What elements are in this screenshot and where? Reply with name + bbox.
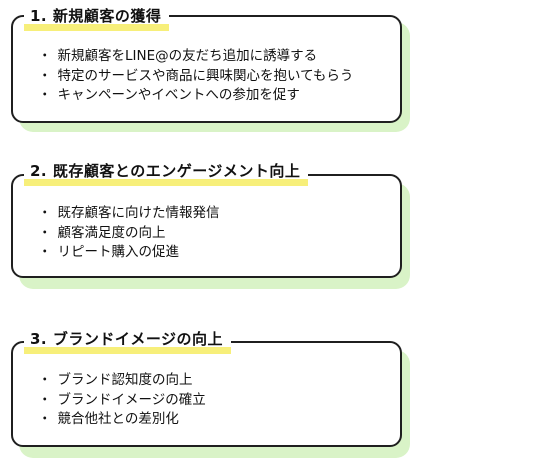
bullet: ・: [38, 87, 52, 103]
list-item: ・顧客満足度の向上: [38, 224, 220, 244]
list-item: ・キャンペーンやイベントへの参加を促す: [38, 86, 353, 106]
list-item: ・新規顧客をLINE@の友だち追加に誘導する: [38, 47, 353, 67]
list-item: ・リピート購入の促進: [38, 243, 220, 263]
card-item-list: ・ブランド認知度の向上 ・ブランドイメージの確立 ・競合他社との差別化: [38, 371, 206, 430]
list-item: ・競合他社との差別化: [38, 410, 206, 430]
card-box: [11, 15, 402, 123]
list-item-text: 特定のサービスや商品に興味関心を抱いてもらう: [57, 67, 354, 84]
title-highlight: [24, 347, 232, 354]
list-item: ・特定のサービスや商品に興味関心を抱いてもらう: [38, 67, 353, 87]
card-item-list: ・新規顧客をLINE@の友だち追加に誘導する ・特定のサービスや商品に興味関心を…: [38, 47, 353, 106]
bullet: ・: [38, 48, 52, 64]
bullet: ・: [38, 372, 52, 388]
list-item-text: キャンペーンやイベントへの参加を促す: [57, 87, 300, 103]
bullet: ・: [38, 411, 52, 427]
bullet: ・: [38, 244, 52, 260]
card-title-text: 3. ブランドイメージの向上: [30, 330, 224, 348]
card-box: [11, 174, 402, 278]
card-box: [11, 341, 402, 447]
card-title: 3. ブランドイメージの向上: [24, 327, 232, 354]
bullet: ・: [38, 205, 52, 221]
bullet: ・: [38, 67, 52, 84]
list-item: ・ブランドイメージの確立: [38, 391, 206, 411]
list-item-text: ブランド認知度の向上: [57, 372, 193, 388]
list-item-text: リピート購入の促進: [57, 244, 180, 260]
list-item-text: 新規顧客をLINE@の友だち追加に誘導する: [57, 48, 318, 64]
bullet: ・: [38, 224, 52, 241]
title-highlight: [24, 179, 309, 186]
list-item-text: ブランドイメージの確立: [57, 391, 206, 408]
list-item: ・既存顧客に向けた情報発信: [38, 204, 220, 224]
card-title-text: 1. 新規顧客の獲得: [30, 7, 162, 25]
title-highlight: [24, 24, 170, 31]
list-item-text: 既存顧客に向けた情報発信: [57, 205, 220, 221]
list-item: ・ブランド認知度の向上: [38, 371, 206, 391]
list-item-text: 顧客満足度の向上: [57, 224, 166, 241]
card-title: 1. 新規顧客の獲得: [24, 4, 170, 31]
bullet: ・: [38, 391, 52, 408]
card-title: 2. 既存顧客とのエンゲージメント向上: [24, 159, 309, 186]
card-title-text: 2. 既存顧客とのエンゲージメント向上: [30, 162, 301, 180]
list-item-text: 競合他社との差別化: [57, 411, 179, 427]
card-item-list: ・既存顧客に向けた情報発信 ・顧客満足度の向上 ・リピート購入の促進: [38, 204, 220, 263]
